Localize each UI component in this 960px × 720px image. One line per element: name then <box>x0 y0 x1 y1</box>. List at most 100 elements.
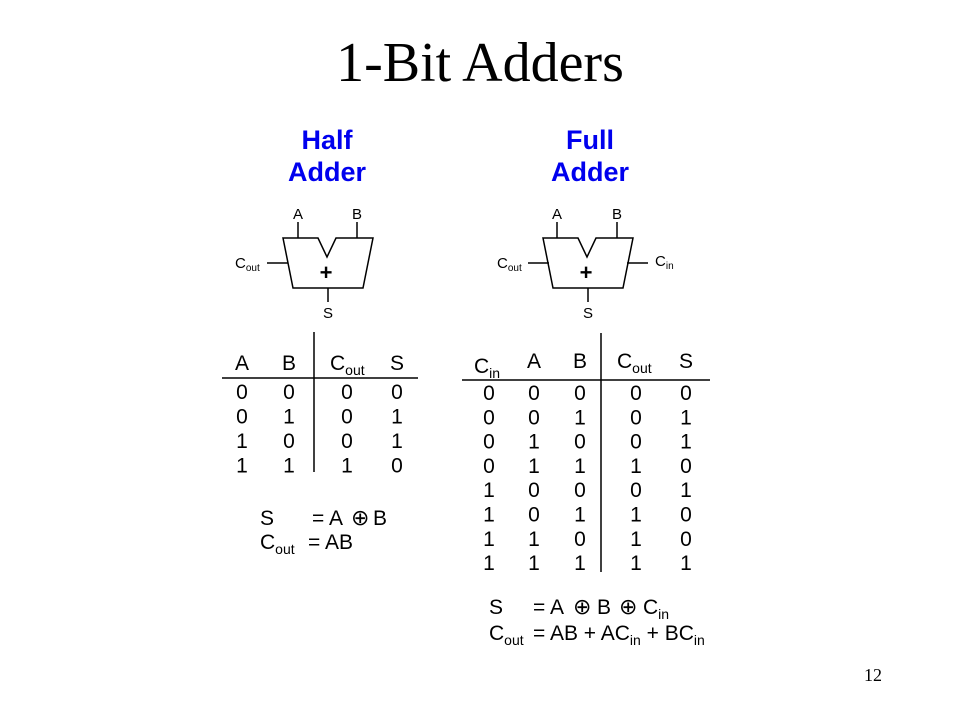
half-table-cell: 1 <box>236 430 248 453</box>
full-table-cell: 0 <box>528 504 540 527</box>
full-table-cell: 0 <box>680 455 692 478</box>
full-table-cell: 0 <box>483 431 495 454</box>
half-adder-plus: + <box>320 260 333 285</box>
half-eq-s-rhs-a: = A <box>312 507 343 530</box>
half-table-cell: 0 <box>391 455 403 478</box>
full-table-cell: 0 <box>680 504 692 527</box>
full-table-header-a: A <box>527 350 541 373</box>
full-table-cell: 0 <box>483 406 495 429</box>
full-table-cell: 0 <box>528 382 540 405</box>
full-table-row: 0 0 0 0 0 <box>483 382 692 405</box>
half-eq-cout-rhs: = AB <box>308 531 353 554</box>
half-adder-heading: Half Adder <box>217 124 437 188</box>
half-table-cell: 1 <box>236 455 248 478</box>
half-adder-heading-line2: Adder <box>287 157 366 187</box>
full-table-cell: 1 <box>528 431 540 454</box>
full-table-header-cin: Cin <box>474 355 500 381</box>
half-eq-s-lhs: S <box>260 507 274 530</box>
full-table-cell: 0 <box>483 455 495 478</box>
half-table-cell: 0 <box>236 406 248 429</box>
full-eq-cout-lhs: Cout <box>489 622 524 648</box>
half-table-cell: 0 <box>341 406 353 429</box>
half-eq-s-rhs-b: B <box>373 507 387 530</box>
full-table-cell: 1 <box>528 455 540 478</box>
half-table-cell: 0 <box>283 381 295 404</box>
full-table-cell: 0 <box>528 406 540 429</box>
full-table-cell: 1 <box>574 504 586 527</box>
half-adder-label-s: S <box>323 305 333 322</box>
full-table-cell: 0 <box>680 528 692 551</box>
full-adder-body <box>542 237 634 289</box>
full-adder-heading-line1: Full <box>566 125 614 155</box>
half-table-header-a: A <box>235 352 249 375</box>
full-table-cell: 1 <box>483 504 495 527</box>
full-table-row: 1 0 1 1 0 <box>483 504 692 527</box>
full-table-cell: 0 <box>574 479 586 502</box>
half-adder-label-a: A <box>293 206 303 223</box>
full-table-cell: 1 <box>574 552 586 575</box>
full-eq-s-rhs-b: B <box>597 596 611 619</box>
half-table-cell: 1 <box>391 406 403 429</box>
full-table-cell: 0 <box>630 479 642 502</box>
full-adder-label-cout: Cout <box>497 255 522 274</box>
full-table-cell: 1 <box>680 406 692 429</box>
half-table-header-s: S <box>390 352 404 375</box>
full-table-row: 0 1 1 1 0 <box>483 455 692 478</box>
full-table-cell: 1 <box>528 552 540 575</box>
half-adder-heading-line1: Half <box>301 125 353 155</box>
full-table-cell: 0 <box>574 528 586 551</box>
half-table-row: 0 1 0 1 <box>236 406 403 429</box>
full-table-row: 0 1 0 0 1 <box>483 431 692 454</box>
full-adder-heading-line2: Adder <box>550 157 629 187</box>
full-table-cell: 1 <box>680 552 692 575</box>
half-adder-symbol <box>267 222 374 302</box>
full-table-cell: 0 <box>574 382 586 405</box>
half-table-cell: 0 <box>391 381 403 404</box>
full-table-cell: 0 <box>630 431 642 454</box>
full-table-cell: 0 <box>528 479 540 502</box>
full-eq-s-rhs-cin: Cin <box>643 596 669 622</box>
full-adder-symbol <box>528 222 648 302</box>
full-table-cell: 1 <box>630 504 642 527</box>
full-table-cell: 1 <box>630 455 642 478</box>
full-table-cell: 1 <box>630 552 642 575</box>
half-table-header-b: B <box>282 352 296 375</box>
half-adder-body <box>282 237 374 289</box>
full-adder-label-cin: Cin <box>655 253 674 272</box>
half-table-cell: 0 <box>283 430 295 453</box>
half-adder-equations: S = A ⊕ B Cout = AB <box>260 505 387 557</box>
full-table-cell: 1 <box>630 528 642 551</box>
full-table-cell: 1 <box>483 552 495 575</box>
half-table-cell: 0 <box>341 430 353 453</box>
half-table-cell: 0 <box>236 381 248 404</box>
full-table-header-s: S <box>679 350 693 373</box>
full-table-cell: 1 <box>680 479 692 502</box>
full-eq-s-rhs-a: = A <box>533 596 564 619</box>
half-eq-cout-lhs: Cout <box>260 531 295 557</box>
full-table-cell: 0 <box>574 431 586 454</box>
full-table-cell: 1 <box>574 406 586 429</box>
full-eq-cout-rhs: = AB + ACin + BCin <box>533 622 705 648</box>
full-table-cell: 1 <box>483 528 495 551</box>
page-number: 12 <box>864 665 882 685</box>
full-table-row: 1 1 1 1 1 <box>483 552 692 575</box>
full-table-header-b: B <box>573 350 587 373</box>
full-table-cell: 0 <box>680 382 692 405</box>
half-adder-label-cout: Cout <box>235 255 260 274</box>
full-table-cell: 1 <box>680 431 692 454</box>
half-adder-label-b: B <box>352 206 362 223</box>
full-table-cell: 0 <box>630 406 642 429</box>
full-eq-xor-symbol-2: ⊕ <box>619 594 637 619</box>
half-table-cell: 1 <box>283 406 295 429</box>
full-table-cell: 1 <box>574 455 586 478</box>
page-title: 1-Bit Adders <box>336 32 624 94</box>
full-table-cell: 0 <box>630 382 642 405</box>
full-table-cell: 0 <box>483 382 495 405</box>
